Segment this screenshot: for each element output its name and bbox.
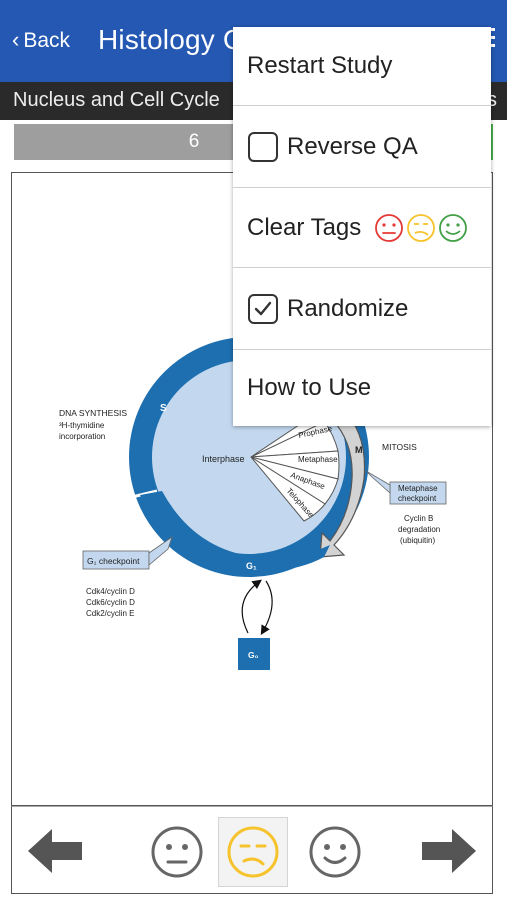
menu-label-clear-tags: Clear Tags — [247, 213, 362, 241]
tag-faces-icon — [375, 213, 468, 242]
menu-item-restart-study[interactable]: Restart Study — [233, 27, 491, 106]
cyclin-b-line1: Cyclin B — [404, 514, 433, 523]
yellow-neutral-face-icon — [407, 213, 436, 242]
green-happy-face-icon — [439, 213, 468, 242]
randomize-checkbox[interactable] — [248, 293, 278, 324]
dna-synthesis-label: DNA SYNTHESIS — [59, 408, 127, 418]
metaphase-label: Metaphase — [298, 455, 338, 464]
menu-item-clear-tags[interactable]: Clear Tags — [233, 188, 491, 268]
neutral-face-icon — [227, 826, 279, 878]
neutral-face-button[interactable] — [218, 817, 288, 887]
options-menu: Restart Study Reverse QA Clear Tags — [233, 27, 491, 426]
menu-label-randomize: Randomize — [287, 294, 409, 322]
happy-face-button[interactable] — [300, 817, 370, 887]
g0-arrow-in — [241, 579, 262, 634]
s-label: S — [160, 403, 167, 414]
bottom-toolbar — [11, 806, 493, 894]
metaphase-checkpoint-line2: checkpoint — [398, 494, 437, 503]
reverse-qa-checkbox[interactable] — [248, 131, 278, 162]
back-button[interactable]: ‹ Back — [12, 27, 71, 54]
menu-item-how-to-use[interactable]: How to Use — [233, 350, 491, 426]
interphase-label: Interphase — [202, 454, 245, 464]
deck-title: Nucleus and Cell Cycle — [13, 89, 220, 111]
incorporation-label: incorporation — [59, 432, 105, 441]
page-title: Histology G — [98, 24, 245, 55]
m-label: M — [355, 445, 363, 455]
cdk-line3: Cdk2/cyclin E — [86, 609, 134, 618]
cyclin-b-line3: (ubiquitin) — [400, 536, 435, 545]
g0-arrow-out — [260, 580, 273, 636]
menu-item-randomize[interactable]: Randomize — [233, 268, 491, 350]
cdk-line1: Cdk4/cyclin D — [86, 587, 135, 596]
g1-checkpoint-arrow — [148, 535, 173, 566]
progress-count: 6 — [188, 131, 200, 152]
menu-label-reverse-qa: Reverse QA — [287, 132, 418, 160]
deck-counter: s — [487, 89, 497, 111]
left-arrow-icon[interactable] — [26, 825, 84, 877]
sad-face-button[interactable] — [142, 817, 212, 887]
mitosis-wedges — [250, 420, 340, 522]
red-sad-face-icon — [375, 213, 404, 242]
mitosis-label: MITOSIS — [382, 442, 417, 452]
back-label: Back — [23, 29, 71, 52]
g0-label: G₀ — [248, 650, 259, 660]
menu-label-restart-study: Restart Study — [247, 52, 393, 79]
happy-face-icon — [309, 826, 361, 878]
right-arrow-icon[interactable] — [420, 825, 478, 877]
cdk-line2: Cdk6/cyclin D — [86, 598, 135, 607]
g1-checkpoint-label: G₁ checkpoint — [87, 556, 140, 566]
g0-box — [238, 638, 270, 670]
sad-face-icon — [151, 826, 203, 878]
menu-item-reverse-qa[interactable]: Reverse QA — [233, 106, 491, 188]
menu-label-how-to-use: How to Use — [247, 374, 372, 401]
g1-arc — [140, 491, 330, 571]
chevron-left-icon: ‹ — [12, 27, 20, 52]
thymidine-label: ³H-thymidine — [59, 421, 105, 430]
metaphase-checkpoint-line1: Metaphase — [398, 484, 438, 493]
mitosis-arrow — [319, 408, 366, 558]
metaphase-checkpoint-arrow — [365, 470, 391, 494]
checkmark-icon — [254, 301, 272, 315]
cyclin-b-line2: degradation — [398, 525, 440, 534]
g1-ring-label: G₁ — [246, 561, 257, 571]
